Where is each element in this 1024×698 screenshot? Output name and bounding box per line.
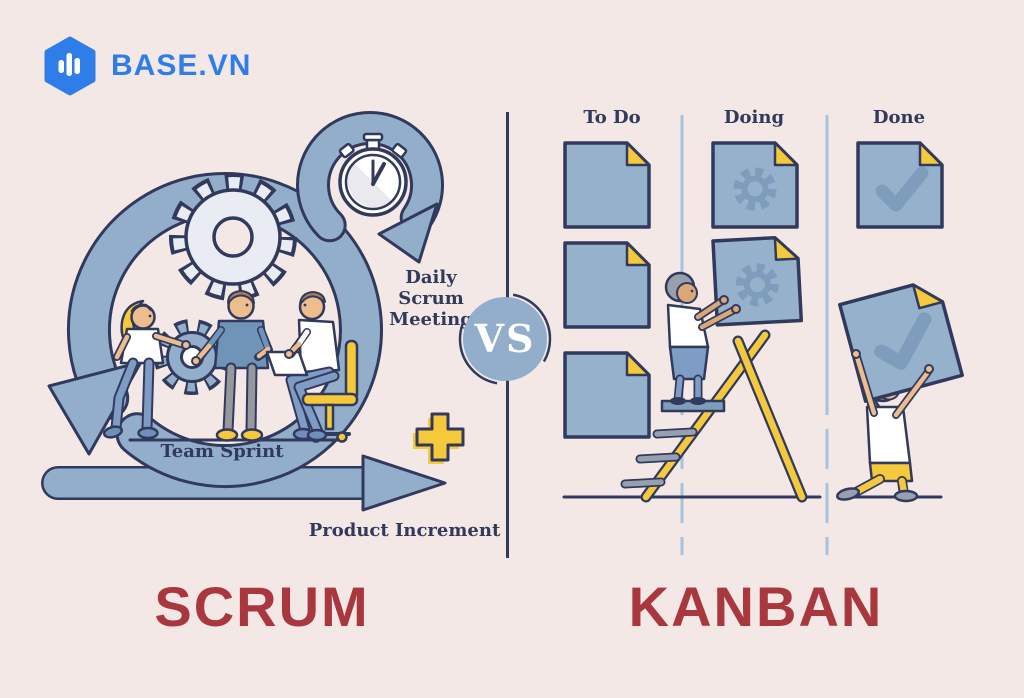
- vs-badge: VS: [463, 297, 547, 381]
- todo-card: [563, 241, 651, 329]
- ladder-icon: [620, 329, 808, 503]
- done-card: [856, 141, 944, 229]
- team-member-middle: [191, 290, 273, 442]
- doing-card-held: [711, 236, 804, 327]
- person-carrying-card-arms: [851, 349, 934, 419]
- person-on-ladder: [664, 271, 710, 405]
- product-increment-label: Product Increment: [308, 520, 501, 541]
- gear-icon: [169, 173, 297, 301]
- kanban-illustration: [562, 115, 964, 555]
- stopwatch-icon: [338, 132, 408, 217]
- plus-icon: [413, 412, 465, 464]
- todo-card: [563, 141, 651, 229]
- vs-sketch-arc: [458, 292, 552, 386]
- kanban-title: KANBAN: [628, 575, 884, 638]
- brand-name: BASE.VN: [111, 49, 252, 82]
- column-header-todo: To Do: [583, 107, 641, 128]
- column-header-doing: Doing: [723, 107, 785, 128]
- team-sprint-label: Team Sprint: [160, 441, 284, 462]
- daily-scrum-meeting-label: Daily Scrum Meeting: [389, 267, 473, 330]
- daily-loop-arrow-icon: [296, 111, 444, 264]
- doing-card: [711, 141, 799, 229]
- column-header-done: Done: [872, 107, 926, 128]
- team-member-woman: [102, 299, 191, 440]
- scrum-illustration: [41, 111, 465, 512]
- done-card-carried: [838, 283, 964, 403]
- todo-card: [563, 351, 651, 439]
- person-on-ladder-arms: [694, 295, 741, 331]
- team-member-seated: [265, 291, 359, 443]
- brand-logo: BASE.VN: [42, 36, 251, 96]
- hexagon-equalizer-icon: [44, 36, 96, 96]
- scrum-title: SCRUM: [154, 575, 370, 638]
